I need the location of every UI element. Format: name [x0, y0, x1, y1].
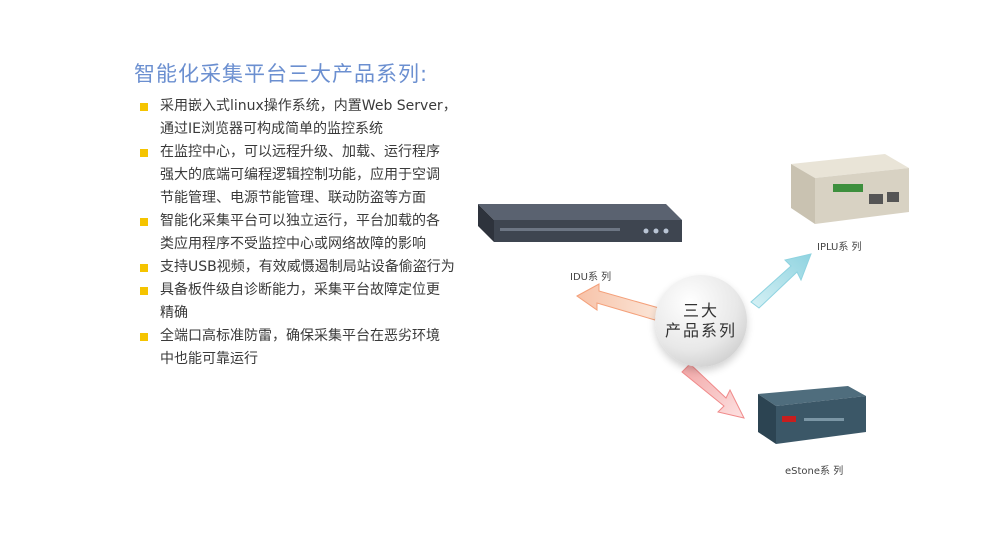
arrow-down-right-icon	[681, 363, 745, 419]
arrow-up-right-icon	[750, 253, 812, 309]
iplu-device-image	[791, 154, 909, 224]
iplu-caption: IPLU系 列	[817, 242, 862, 253]
bullet-text: 节能管理、电源节能管理、联动防盗等方面	[160, 190, 426, 206]
page-title: 智能化采集平台三大产品系列:	[134, 62, 429, 86]
bullet-text: 精确	[160, 305, 188, 321]
list-item: 在监控中心，可以远程升级、加载、运行程序 强大的底端可编程逻辑控制功能，应用于空…	[140, 141, 470, 210]
list-item: 具备板件级自诊断能力，采集平台故障定位更 精确	[140, 279, 470, 325]
bullet-text: 强大的底端可编程逻辑控制功能，应用于空调	[160, 167, 440, 183]
list-item: 采用嵌入式linux操作系统，内置Web Server， 通过IE浏览器可构成简…	[140, 95, 470, 141]
bullet-square-icon	[140, 333, 148, 341]
center-label-line2: 产品系列	[664, 321, 737, 340]
bullet-text: 通过IE浏览器可构成简单的监控系统	[160, 121, 383, 137]
arrow-left-icon	[576, 283, 660, 321]
bullet-text: 具备板件级自诊断能力，采集平台故障定位更	[160, 282, 440, 298]
product-series-ball: 三大 产品系列	[655, 275, 747, 367]
bullet-text: 采用嵌入式linux操作系统，内置Web Server，	[160, 98, 457, 114]
idu-caption: IDU系 列	[570, 272, 612, 283]
bullet-square-icon	[140, 264, 148, 272]
list-item: 全端口高标准防雷，确保采集平台在恶劣环境 中也能可靠运行	[140, 325, 470, 371]
bullet-text: 在监控中心，可以远程升级、加载、运行程序	[160, 144, 440, 160]
bullet-square-icon	[140, 287, 148, 295]
estone-device-image	[758, 386, 866, 444]
center-label-line1: 三大	[682, 301, 719, 320]
bullet-text: 支持USB视频，有效威慑遏制局站设备偷盗行为	[160, 259, 455, 275]
bullet-square-icon	[140, 218, 148, 226]
idu-device-image	[478, 204, 682, 242]
estone-caption: eStone系 列	[785, 466, 844, 477]
bullet-text: 类应用程序不受监控中心或网络故障的影响	[160, 236, 426, 252]
bullet-text: 中也能可靠运行	[160, 351, 258, 367]
feature-list: 采用嵌入式linux操作系统，内置Web Server， 通过IE浏览器可构成简…	[140, 95, 470, 371]
bullet-text: 全端口高标准防雷，确保采集平台在恶劣环境	[160, 328, 440, 344]
list-item: 支持USB视频，有效威慑遏制局站设备偷盗行为	[140, 256, 470, 279]
list-item: 智能化采集平台可以独立运行，平台加载的各 类应用程序不受监控中心或网络故障的影响	[140, 210, 470, 256]
bullet-text: 智能化采集平台可以独立运行，平台加载的各	[160, 213, 440, 229]
bullet-square-icon	[140, 103, 148, 111]
bullet-square-icon	[140, 149, 148, 157]
